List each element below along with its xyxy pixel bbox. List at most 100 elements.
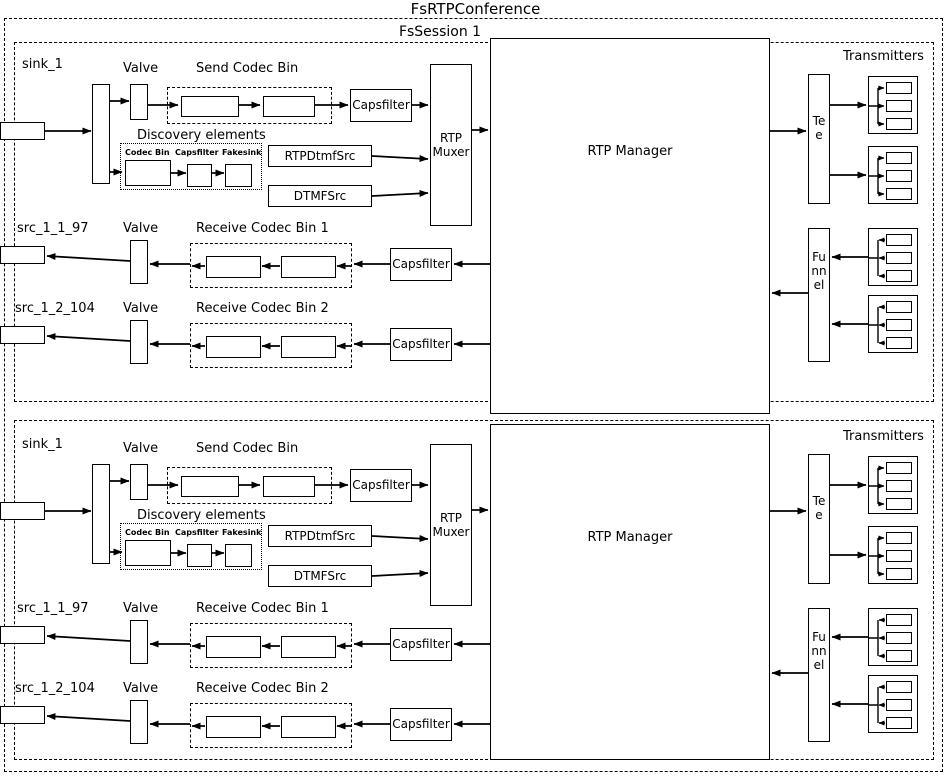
session-2-boundary (14, 420, 934, 760)
transmitter-receive-cluster (868, 608, 918, 666)
receive-capsfilter-1: Capsfilter (390, 628, 452, 661)
receive-valve-1-box (130, 620, 148, 664)
receive-codec-bin-1 (190, 243, 352, 288)
transmitter-element (886, 550, 912, 562)
tee-box: Tee (808, 454, 830, 584)
src-ghost-pad-1 (0, 246, 45, 264)
receive-valve-1-box (130, 240, 148, 284)
codec-element-box (263, 96, 315, 117)
discovery-elements-label: Discovery elements (137, 508, 266, 523)
discovery-elements-group: Codec Bin Capsfilter Fakesink (120, 143, 262, 190)
codec-element-box (281, 636, 336, 658)
cluster-wiring (869, 155, 885, 197)
rtp-muxer: RTP Muxer (430, 444, 472, 606)
discovery-fakesink-label: Fakesink (222, 528, 262, 537)
codec-element-box (206, 636, 261, 658)
src-ghost-pad-2 (0, 326, 45, 344)
funnel-box: Funnel (808, 228, 830, 362)
transmitter-element (886, 82, 912, 94)
session-1: sink_1 Valve Send Codec Bin Capsfilter R… (0, 38, 924, 414)
send-valve-label: Valve (123, 61, 159, 76)
cluster-wiring (869, 304, 885, 346)
transmitters-label: Transmitters (843, 429, 924, 444)
send-codec-bin (167, 467, 332, 504)
transmitter-send-cluster (868, 456, 918, 514)
cluster-wiring (869, 237, 885, 279)
send-codec-bin-label: Send Codec Bin (196, 441, 299, 456)
src-pad-1-label: src_1_1_97 (17, 601, 89, 616)
receive-capsfilter-1: Capsfilter (390, 248, 452, 281)
transmitter-element (886, 681, 912, 693)
codec-element-box (281, 716, 336, 738)
tee-box: Tee (808, 74, 830, 204)
send-capsfilter: Capsfilter (350, 89, 412, 122)
receive-codec-bin-2 (190, 703, 352, 748)
discovery-capsfilter-box (187, 164, 212, 187)
discovery-capsfilter-box (187, 544, 212, 567)
send-codec-bin (167, 87, 332, 124)
receive-codec-bin-2-label: Receive Codec Bin 2 (196, 301, 329, 316)
transmitter-element (886, 152, 912, 164)
cluster-wiring (869, 85, 885, 127)
dtmfsrc-box: DTMFSrc (268, 565, 372, 587)
discovery-fakesink-box (225, 164, 252, 187)
codec-element-box (181, 96, 239, 117)
receive-codec-bin-1 (190, 623, 352, 668)
send-valve-box (130, 84, 148, 120)
discovery-codec-bin-box (125, 540, 171, 566)
diagram-title: FsRTPConference (410, 0, 541, 18)
discovery-elements-label: Discovery elements (137, 128, 266, 143)
transmitter-element (886, 118, 912, 130)
src-ghost-pad-2 (0, 706, 45, 724)
input-selector-box (92, 464, 110, 564)
transmitter-element (886, 462, 912, 474)
discovery-fakesink-box (225, 544, 252, 567)
cluster-wiring (869, 617, 885, 659)
receive-capsfilter-2: Capsfilter (390, 328, 452, 361)
transmitter-element (886, 252, 912, 264)
sink-pad-label: sink_1 (22, 437, 63, 452)
receive-codec-bin-1-label: Receive Codec Bin 1 (196, 221, 329, 236)
transmitter-element (886, 568, 912, 580)
discovery-capsfilter-label: Capsfilter (175, 528, 219, 537)
discovery-capsfilter-label: Capsfilter (175, 148, 219, 157)
rtp-manager-label: RTP Manager (587, 144, 673, 159)
cluster-wiring (869, 465, 885, 507)
receive-codec-bin-2-label: Receive Codec Bin 2 (196, 681, 329, 696)
codec-element-box (206, 336, 261, 358)
rtp-manager: RTP Manager (490, 424, 770, 760)
transmitter-element (886, 717, 912, 729)
transmitter-element (886, 170, 912, 182)
discovery-codec-bin-label: Codec Bin (125, 528, 170, 537)
discovery-fakesink-label: Fakesink (222, 148, 262, 157)
codec-element-box (263, 476, 315, 497)
codec-element-box (281, 256, 336, 278)
conference-boundary (4, 18, 943, 772)
codec-element-box (206, 716, 261, 738)
dtmfsrc-box: DTMFSrc (268, 185, 372, 207)
transmitter-element (886, 650, 912, 662)
receive-valve-2-label: Valve (123, 301, 159, 316)
discovery-codec-bin-label: Codec Bin (125, 148, 170, 157)
cluster-wiring (869, 684, 885, 726)
transmitter-send-cluster (868, 146, 918, 204)
transmitter-send-cluster (868, 526, 918, 584)
transmitter-element (886, 301, 912, 313)
transmitter-element (886, 188, 912, 200)
codec-element-box (206, 256, 261, 278)
receive-valve-1-label: Valve (123, 601, 159, 616)
src-pad-1-label: src_1_1_97 (17, 221, 89, 236)
rtpdtmfsrc-box: RTPDtmfSrc (268, 525, 372, 547)
rtp-muxer: RTP Muxer (430, 64, 472, 226)
transmitter-element (886, 270, 912, 282)
src-pad-2-label: src_1_2_104 (15, 681, 95, 696)
rtpdtmfsrc-box: RTPDtmfSrc (268, 145, 372, 167)
codec-element-box (181, 476, 239, 497)
src-ghost-pad-1 (0, 626, 45, 644)
transmitter-element (886, 100, 912, 112)
transmitter-receive-cluster (868, 228, 918, 286)
transmitter-send-cluster (868, 76, 918, 134)
transmitter-element (886, 632, 912, 644)
session-label: FsSession 1 (398, 24, 482, 40)
